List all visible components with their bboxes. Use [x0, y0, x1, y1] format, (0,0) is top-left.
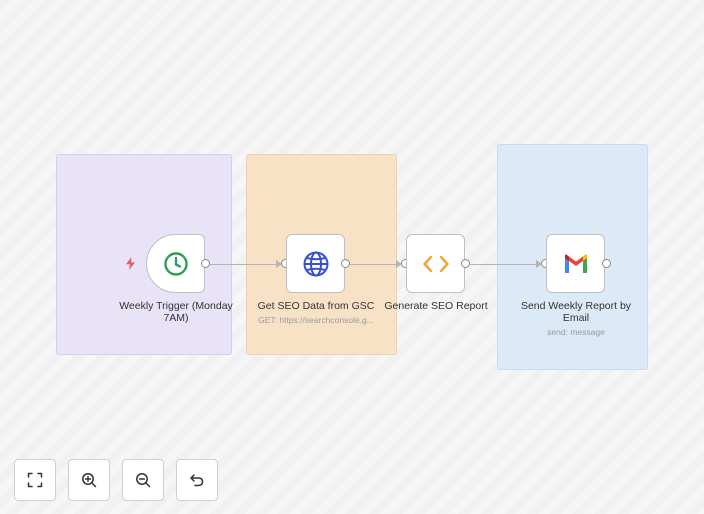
- zoom-out-icon: [136, 473, 151, 488]
- fit-view-icon: [27, 472, 43, 488]
- undo-icon: [190, 474, 204, 487]
- code-icon: [422, 255, 449, 272]
- node-sublabel-http: GET: https://searchconsole.g...: [258, 315, 374, 325]
- connection-line[interactable]: [470, 264, 538, 265]
- node-generate-report[interactable]: [406, 234, 465, 293]
- connection-line[interactable]: [210, 264, 278, 265]
- trigger-bolt-icon: [125, 257, 136, 275]
- node-get-seo-data[interactable]: [286, 234, 345, 293]
- node-label-code: Generate SEO Report: [384, 300, 488, 312]
- connection-arrow: [276, 260, 282, 268]
- node-label-http: Get SEO Data from GSC: [257, 300, 375, 312]
- node-weekly-trigger[interactable]: [146, 234, 205, 293]
- node-send-email[interactable]: [546, 234, 605, 293]
- trigger-output-handle[interactable]: [201, 259, 210, 268]
- clock-icon: [163, 251, 188, 276]
- code-output-handle[interactable]: [461, 259, 470, 268]
- zoom-in-button[interactable]: [68, 459, 110, 501]
- globe-icon: [303, 251, 328, 276]
- http-output-handle[interactable]: [341, 259, 350, 268]
- node-sublabel-email: send: message: [547, 327, 605, 337]
- group-trigger: [56, 154, 232, 355]
- zoom-out-button[interactable]: [122, 459, 164, 501]
- node-label-trigger: Weekly Trigger (Monday 7AM): [119, 300, 233, 324]
- fit-view-button[interactable]: [14, 459, 56, 501]
- gmail-icon: [564, 254, 587, 273]
- connection-arrow: [536, 260, 542, 268]
- email-output-handle[interactable]: [602, 259, 611, 268]
- node-label-email: Send Weekly Report by Email: [520, 300, 632, 324]
- zoom-in-icon: [82, 473, 97, 488]
- connection-line[interactable]: [350, 264, 398, 265]
- connection-arrow: [396, 260, 402, 268]
- reset-zoom-button[interactable]: [176, 459, 218, 501]
